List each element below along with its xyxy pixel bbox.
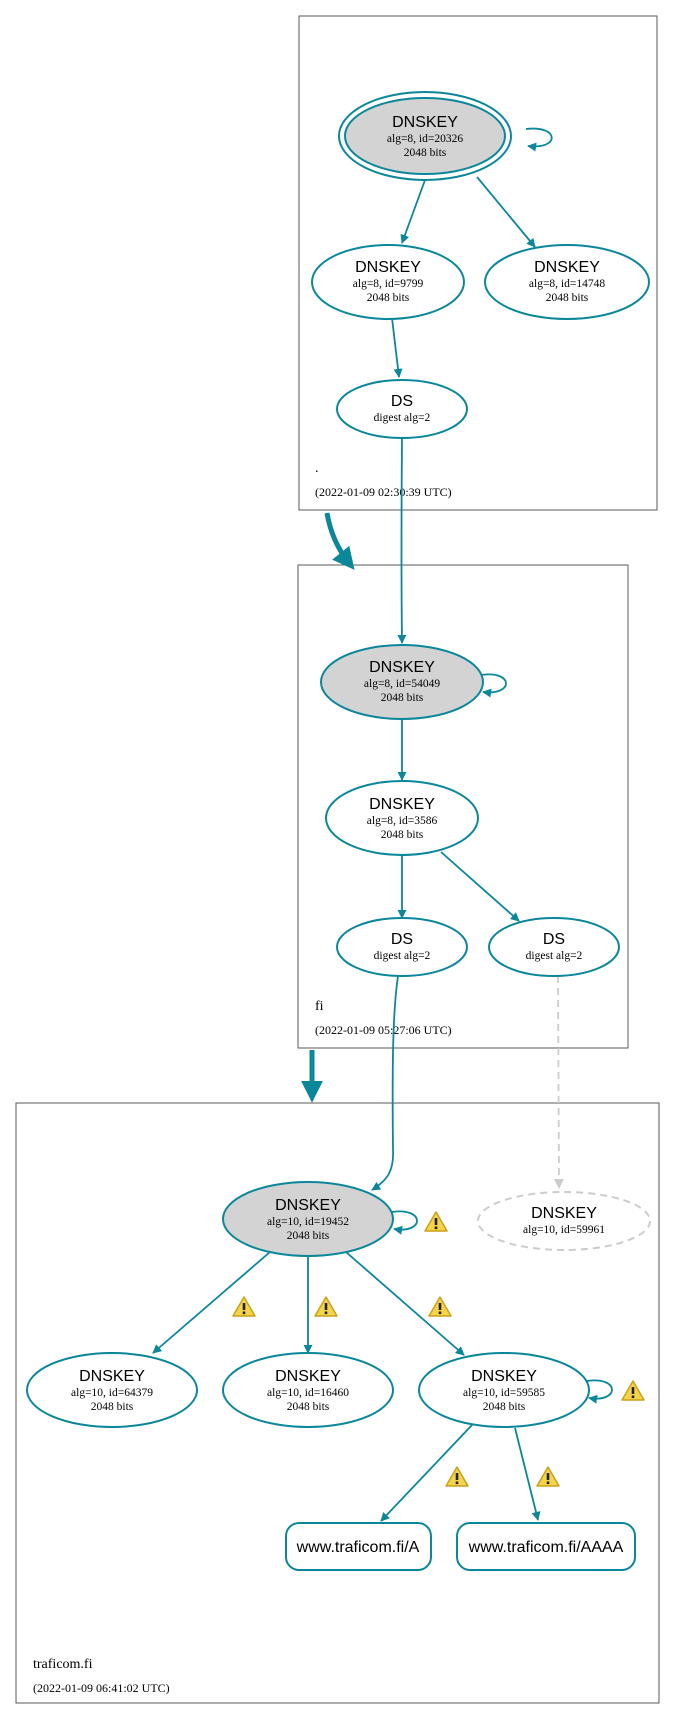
delegation-root-to-fi xyxy=(324,512,355,570)
node-tr-key-16460[interactable]: DNSKEY alg=10, id=16460 2048 bits xyxy=(222,1352,394,1428)
node-fi-ds-1[interactable]: DS digest alg=2 xyxy=(336,917,468,977)
self-loop-root-ksk xyxy=(525,127,553,152)
node-alg: alg=10, id=59961 xyxy=(523,1224,605,1236)
node-bits: 2048 bits xyxy=(381,692,424,704)
node-type: DNSKEY xyxy=(471,1368,537,1385)
node-tr-missing[interactable]: DNSKEY alg=10, id=59961 xyxy=(477,1191,651,1251)
edge-root-ksk-to-14748 xyxy=(476,176,536,248)
node-alg: alg=8, id=9799 xyxy=(353,278,424,290)
node-alg: alg=10, id=64379 xyxy=(71,1387,153,1399)
rrset-label: www.traficom.fi/AAAA xyxy=(468,1539,624,1556)
node-bits: 2048 bits xyxy=(91,1401,134,1413)
edges xyxy=(152,176,564,1522)
node-bits: 2048 bits xyxy=(546,292,589,304)
zone-fi-timestamp: (2022-01-09 05:27:06 UTC) xyxy=(315,1023,452,1037)
zone-root-name: . xyxy=(315,461,319,476)
edge-59585-to-rr-aaaa xyxy=(514,1427,541,1521)
edge-fi-ds1-to-tr-ksk xyxy=(371,975,399,1191)
node-digest: digest alg=2 xyxy=(374,412,431,424)
node-type: DNSKEY xyxy=(275,1197,341,1214)
node-bits: 2048 bits xyxy=(483,1401,526,1413)
node-shape xyxy=(320,644,484,720)
zone-fi-name: fi xyxy=(315,999,324,1014)
node-shape xyxy=(222,1181,394,1257)
edge-root-ds-to-fi-ksk xyxy=(397,438,407,644)
node-shape xyxy=(344,97,506,175)
node-root-ksk[interactable]: DNSKEY alg=8, id=20326 2048 bits xyxy=(338,91,512,181)
node-alg: alg=10, id=19452 xyxy=(267,1216,349,1228)
node-type: DNSKEY xyxy=(79,1368,145,1385)
node-fi-ksk[interactable]: DNSKEY alg=8, id=54049 2048 bits xyxy=(320,644,484,720)
node-type: DNSKEY xyxy=(369,796,435,813)
node-tr-ksk[interactable]: DNSKEY alg=10, id=19452 2048 bits xyxy=(222,1181,394,1257)
node-alg: alg=8, id=20326 xyxy=(387,133,463,145)
node-type: DNSKEY xyxy=(534,259,600,276)
node-alg: alg=8, id=54049 xyxy=(364,678,440,690)
edge-tr-ksk-to-64379 xyxy=(152,1251,271,1354)
self-loop-tr-59585 xyxy=(586,1379,613,1404)
edge-fi-zsk-to-ds2 xyxy=(440,851,520,922)
node-bits: 2048 bits xyxy=(381,829,424,841)
self-loops xyxy=(391,127,613,1404)
node-shape xyxy=(222,1352,394,1428)
node-alg: alg=8, id=3586 xyxy=(367,815,438,827)
node-type: DS xyxy=(391,931,413,948)
rrset-box xyxy=(456,1522,636,1571)
node-root-ds[interactable]: DS digest alg=2 xyxy=(336,379,468,439)
rrset-a[interactable]: www.traficom.fi/A xyxy=(285,1522,432,1571)
node-shape xyxy=(26,1352,198,1428)
node-alg: alg=10, id=16460 xyxy=(267,1387,349,1399)
node-type: DNSKEY xyxy=(355,259,421,276)
node-bits: 2048 bits xyxy=(404,147,447,159)
node-tr-key-64379[interactable]: DNSKEY alg=10, id=64379 2048 bits xyxy=(26,1352,198,1428)
node-type: DS xyxy=(543,931,565,948)
rrset-aaaa[interactable]: www.traficom.fi/AAAA xyxy=(456,1522,636,1571)
node-bits: 2048 bits xyxy=(287,1230,330,1242)
node-digest: digest alg=2 xyxy=(374,950,431,962)
node-shape xyxy=(336,379,468,439)
zone-root-timestamp: (2022-01-09 02:30:39 UTC) xyxy=(315,485,452,499)
node-type: DNSKEY xyxy=(531,1205,597,1222)
node-type: DNSKEY xyxy=(392,114,458,131)
node-alg: alg=8, id=14748 xyxy=(529,278,605,290)
node-fi-zsk[interactable]: DNSKEY alg=8, id=3586 2048 bits xyxy=(325,780,479,856)
node-type: DNSKEY xyxy=(369,659,435,676)
edge-tr-ksk-to-59585 xyxy=(345,1251,465,1356)
node-shape xyxy=(418,1352,590,1428)
node-type: DS xyxy=(391,393,413,410)
edge-root-ksk-to-9799 xyxy=(400,179,426,244)
node-digest: digest alg=2 xyxy=(526,950,583,962)
zone-traficom-timestamp: (2022-01-09 06:41:02 UTC) xyxy=(33,1681,170,1695)
edge-9799-to-root-ds xyxy=(391,317,403,378)
node-shape xyxy=(488,917,620,977)
node-shape xyxy=(336,917,468,977)
rrset-box xyxy=(285,1522,432,1571)
self-loop-fi-ksk xyxy=(480,673,507,698)
node-shape xyxy=(477,1191,651,1251)
zone-traficom-name: traficom.fi xyxy=(33,1657,93,1672)
node-type: DNSKEY xyxy=(275,1368,341,1385)
node-shape xyxy=(311,244,465,320)
node-fi-ds-2[interactable]: DS digest alg=2 xyxy=(488,917,620,977)
node-alg: alg=10, id=59585 xyxy=(463,1387,545,1399)
node-shape xyxy=(484,244,650,320)
edge-59585-to-rr-a xyxy=(380,1424,473,1522)
node-root-zsk-9799[interactable]: DNSKEY alg=8, id=9799 2048 bits xyxy=(311,244,465,320)
node-shape xyxy=(325,780,479,856)
node-bits: 2048 bits xyxy=(367,292,410,304)
node-bits: 2048 bits xyxy=(287,1401,330,1413)
rrset-label: www.traficom.fi/A xyxy=(296,1539,420,1556)
node-root-zsk-14748[interactable]: DNSKEY alg=8, id=14748 2048 bits xyxy=(484,244,650,320)
self-loop-tr-ksk xyxy=(391,1210,418,1235)
node-tr-zsk-59585[interactable]: DNSKEY alg=10, id=59585 2048 bits xyxy=(418,1352,590,1428)
